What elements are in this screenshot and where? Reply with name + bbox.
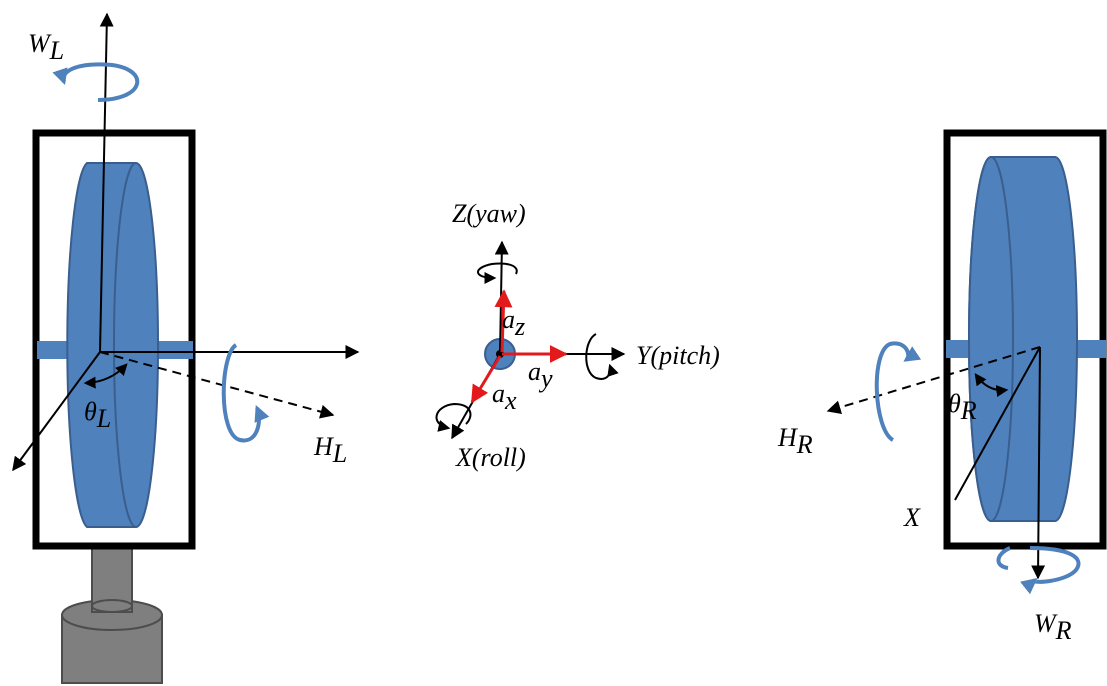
a-z-label: az	[502, 305, 525, 341]
h-left-label: HL	[313, 432, 347, 468]
right-h-rotation-arrow	[874, 341, 922, 442]
right-wheel-assembly: HR θR X WR	[777, 129, 1107, 645]
w-right-label: WR	[1034, 609, 1072, 645]
right-wheel	[968, 156, 1078, 522]
left-h-rotation-arrow	[221, 343, 270, 443]
theta-right-label: θR	[948, 389, 977, 425]
left-h-vector	[99, 351, 335, 419]
right-x-axis	[954, 346, 1041, 501]
y-axis-label: Y(pitch)	[636, 341, 720, 370]
left-wheel-assembly: WL θL HL	[12, 12, 360, 684]
left-motor	[61, 547, 163, 684]
body-coordinate-frame: Z(yaw) Y(pitch) X(roll) az ay ax	[435, 199, 720, 472]
left-w-rotation-arrow	[52, 62, 140, 102]
x-axis-label: X(roll)	[455, 443, 526, 472]
right-theta-arc	[974, 373, 1009, 398]
left-wheel	[66, 162, 159, 528]
right-w-axis	[1031, 346, 1046, 580]
theta-left-label: θL	[84, 397, 111, 433]
z-axis-label: Z(yaw)	[452, 199, 526, 228]
h-right-label: HR	[777, 423, 813, 459]
left-w-axis	[99, 12, 114, 353]
accel-z-arrow	[494, 289, 513, 353]
yaw-rotation-arrow	[477, 262, 518, 284]
accel-x-arrow	[470, 355, 502, 404]
w-left-label: WL	[28, 29, 64, 65]
x-right-label: X	[903, 503, 921, 532]
right-h-vector	[826, 346, 1041, 415]
a-y-label: ay	[528, 357, 553, 393]
roll-rotation-arrow	[435, 402, 472, 432]
pitch-rotation-arrow	[585, 333, 619, 380]
a-x-label: ax	[492, 379, 517, 415]
left-theta-arc	[83, 363, 128, 389]
right-w-rotation-arrow	[1020, 546, 1081, 595]
